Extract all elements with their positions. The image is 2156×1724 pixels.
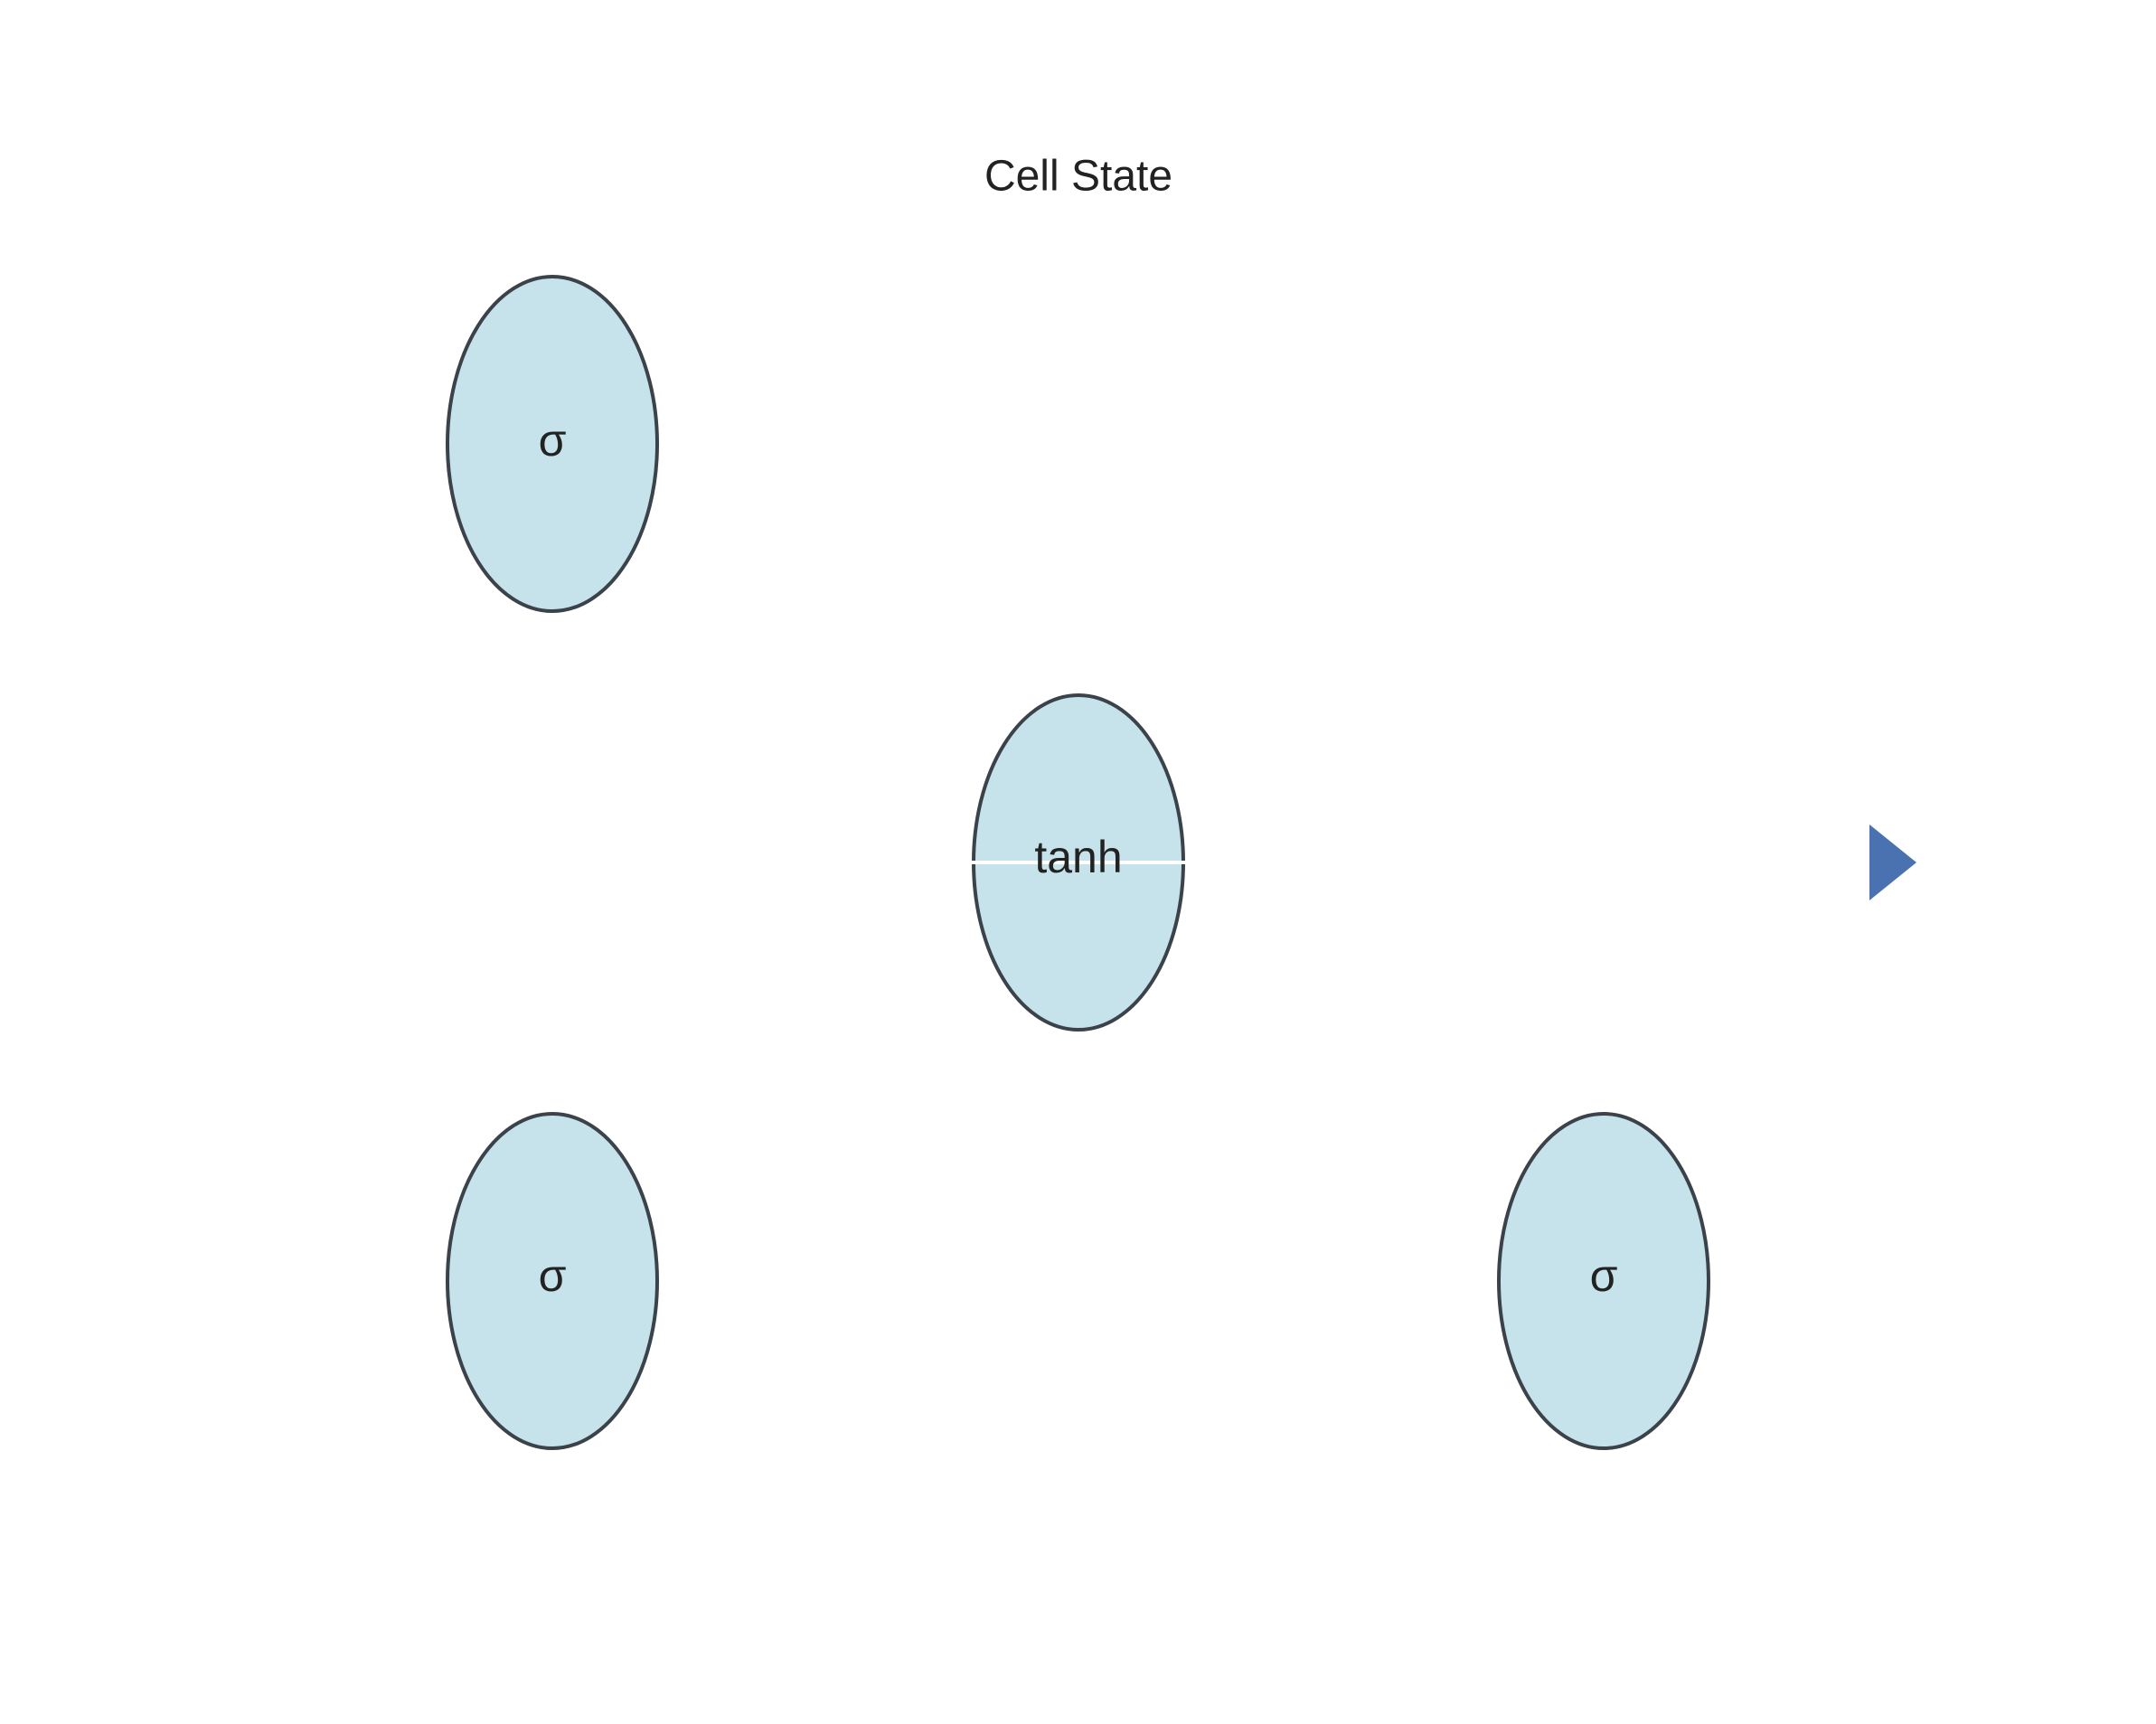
output-arrowhead-icon [1869,824,1916,900]
gate-top-left-ellipse [446,275,659,613]
gate-bottom-left-label: σ [539,1250,567,1301]
gate-bottom-right-ellipse [1497,1112,1710,1450]
gate-bottom-right-label: σ [1590,1250,1618,1301]
diagram-title: Cell State [984,153,1172,201]
gate-top-left-node: σ [446,275,659,613]
gate-bottom-right-node: σ [1497,1112,1710,1450]
gate-top-left-label: σ [539,415,567,466]
gate-center-label: tanh [1034,832,1122,882]
gate-bottom-left-ellipse [446,1112,659,1450]
gate-center-node: tanh [972,693,1185,1032]
gate-bottom-left-node: σ [446,1112,659,1450]
